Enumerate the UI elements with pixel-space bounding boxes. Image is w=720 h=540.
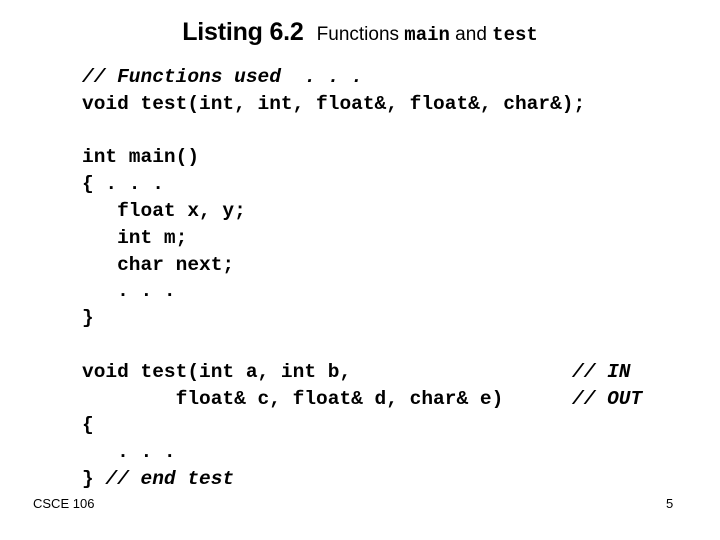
code-text: float& c, float& d, char& e) [82, 387, 504, 410]
code-line: int main() [82, 144, 682, 171]
code-comment: // end test [105, 467, 235, 490]
code-line: int m; [82, 225, 682, 252]
code-text: . . . [82, 280, 176, 303]
code-trailing-comment: // OUT [572, 387, 643, 410]
code-trailing-comment: // IN [572, 360, 631, 383]
code-text: int main() [82, 146, 200, 169]
code-line: // Functions used . . . [82, 64, 682, 91]
code-text: int m; [82, 226, 188, 249]
code-line: . . . [82, 278, 682, 305]
code-text: char next; [82, 253, 235, 276]
slide-title: Listing 6.2 Functions main and test [0, 20, 720, 45]
code-text: . . . [82, 441, 176, 464]
code-line [82, 118, 682, 145]
code-line: char next; [82, 252, 682, 279]
title-code-test: test [492, 24, 538, 46]
code-line: void test(int a, int b, // IN [82, 359, 682, 386]
code-line: { [82, 412, 682, 439]
title-subtitle-text-2: and [449, 24, 493, 45]
code-text: void test(int, int, float&, float&, char… [82, 92, 586, 115]
code-text: } [82, 467, 106, 490]
code-line: } // end test [82, 466, 682, 493]
code-listing: // Functions used . . . void test(int, in… [82, 64, 682, 493]
code-line: float x, y; [82, 198, 682, 225]
code-text: { . . . [82, 173, 164, 196]
code-line: float& c, float& d, char& e) // OUT [82, 386, 682, 413]
code-text: { [82, 414, 94, 437]
title-code-main: main [404, 24, 450, 46]
code-line: { . . . [82, 171, 682, 198]
footer-page-number: 5 [666, 496, 674, 511]
title-subtitle-text-1: Functions [316, 24, 405, 45]
code-line: void test(int, int, float&, float&, char… [82, 91, 682, 118]
code-line: . . . [82, 439, 682, 466]
code-text: float x, y; [82, 199, 246, 222]
code-text: void test(int a, int b, [82, 360, 352, 383]
code-line: } [82, 305, 682, 332]
code-text: } [82, 307, 94, 330]
code-comment: // Functions used . . . [82, 66, 363, 88]
footer-course-label: CSCE 106 [33, 496, 95, 511]
code-line [82, 332, 682, 359]
listing-label: Listing 6.2 [182, 18, 304, 46]
